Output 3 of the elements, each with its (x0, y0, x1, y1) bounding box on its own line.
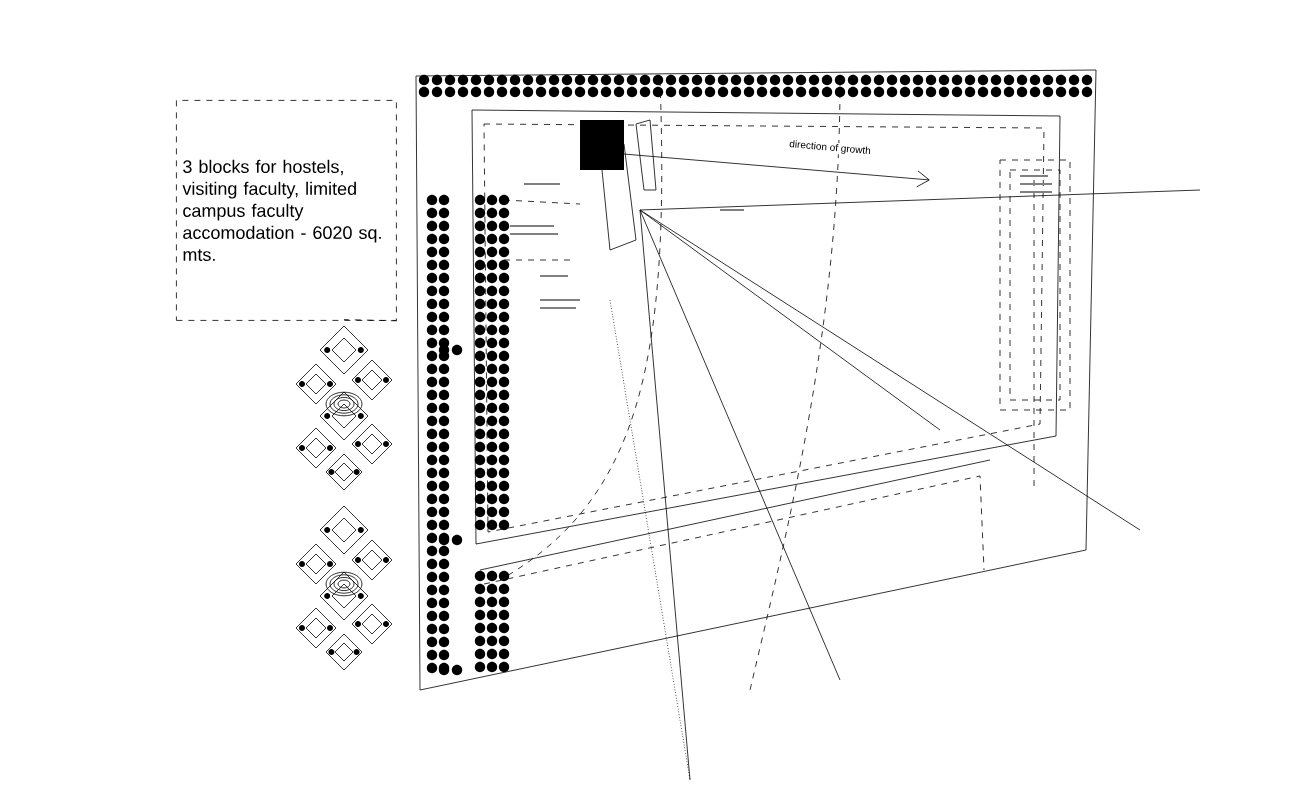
leader-line (343, 319, 398, 322)
hostel-blocks-drawing (295, 325, 393, 671)
note-box: 3 blocks for hostels, visiting faculty, limited campus faculty accomodation - 6020 sq. mts. (176, 100, 397, 321)
